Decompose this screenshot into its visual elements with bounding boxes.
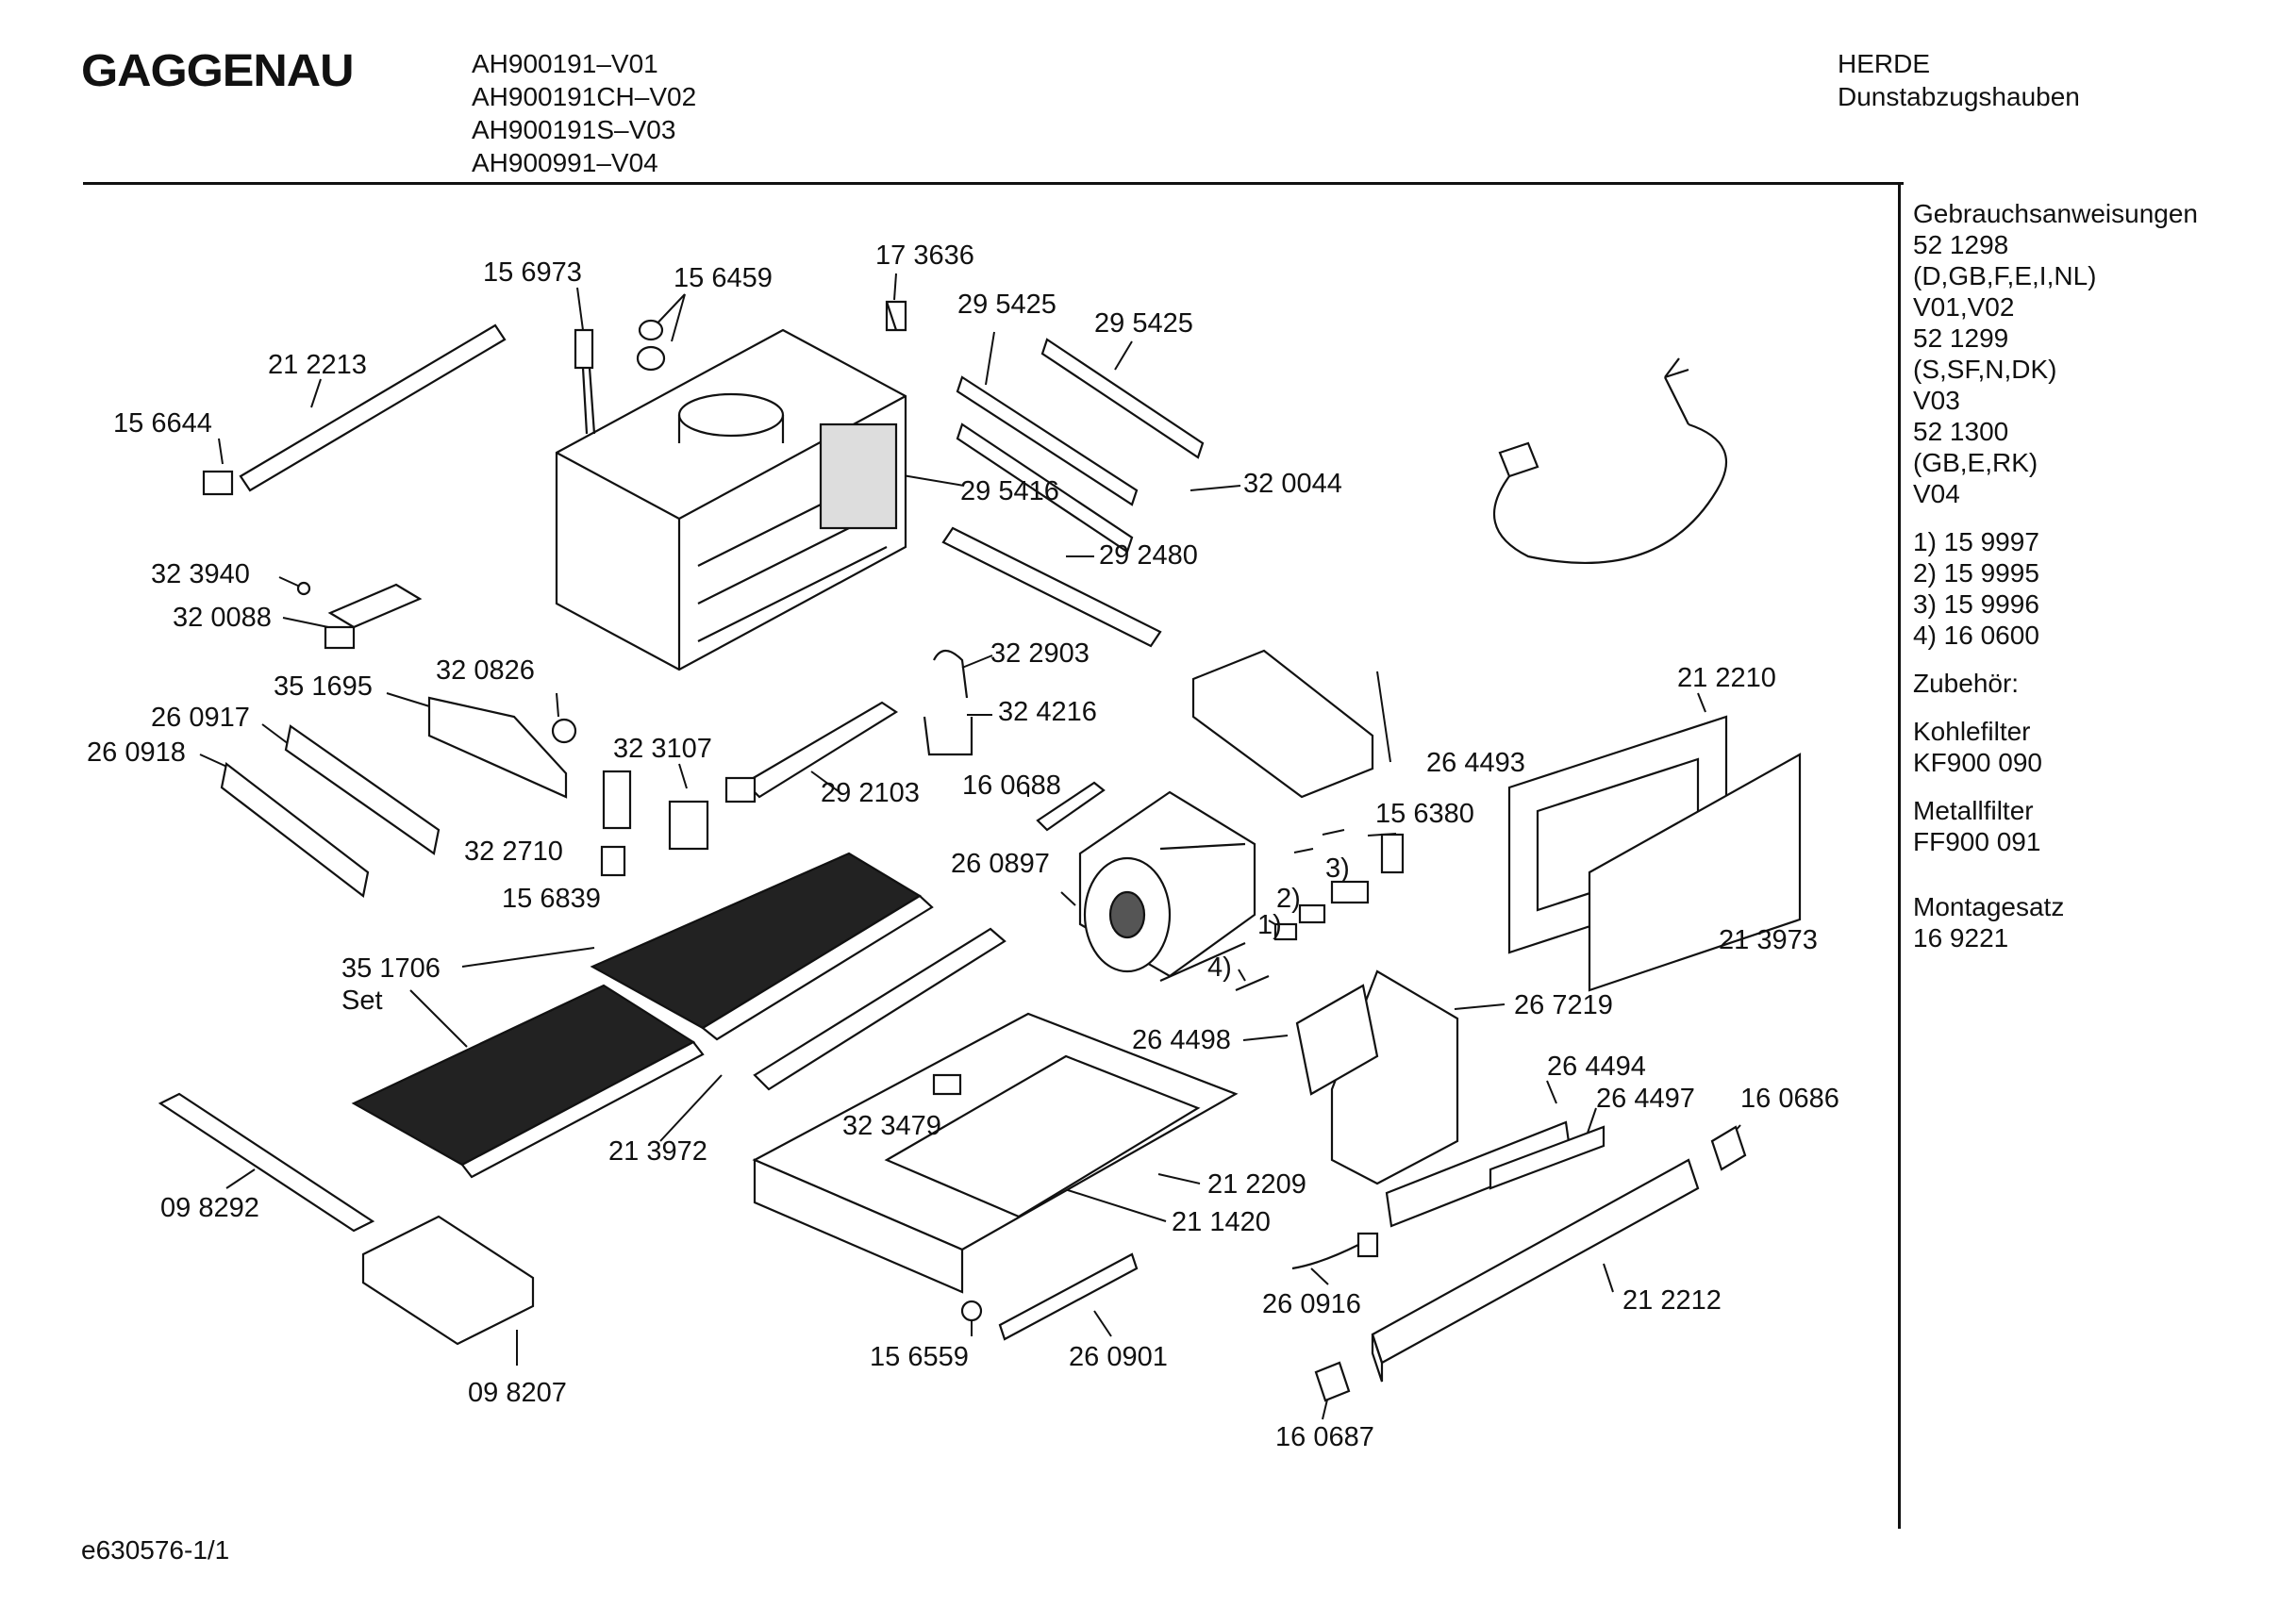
sidebar-line: (GB,E,RK) bbox=[1913, 448, 2038, 477]
part-callout: 09 8292 bbox=[160, 1193, 259, 1223]
part-callout: 16 0687 bbox=[1275, 1422, 1374, 1452]
sidebar-line: 52 1298 bbox=[1913, 230, 2009, 259]
sidebar-line: (D,GB,F,E,I,NL) bbox=[1913, 261, 2097, 290]
model-number: AH900191CH–V02 bbox=[472, 82, 697, 111]
model-number: AH900991–V04 bbox=[472, 148, 658, 177]
sidebar-line: V01,V02 bbox=[1913, 292, 2015, 322]
part-callout: 26 4494 bbox=[1547, 1052, 1646, 1082]
part-callout: 26 0917 bbox=[151, 703, 250, 733]
part-callout: 32 0088 bbox=[173, 603, 272, 633]
sidebar-line: 52 1299 bbox=[1913, 323, 2009, 353]
model-number: AH900191–V01 bbox=[472, 49, 658, 78]
part-callout: 15 6459 bbox=[674, 263, 773, 293]
sidebar-line: 52 1300 bbox=[1913, 417, 2009, 446]
part-outlines bbox=[158, 300, 1802, 1402]
sidebar-line: (S,SF,N,DK) bbox=[1913, 355, 2057, 384]
part-callout: 16 0688 bbox=[962, 770, 1061, 801]
part-callout: 32 2710 bbox=[464, 837, 563, 867]
sidebar-line: Kohlefilter bbox=[1913, 717, 2031, 746]
part-callout: 16 0686 bbox=[1740, 1084, 1839, 1114]
part-callout: 15 6380 bbox=[1375, 799, 1474, 829]
part-callout: 21 3972 bbox=[608, 1136, 707, 1167]
part-callout: 26 4498 bbox=[1132, 1025, 1231, 1055]
part-callout: 32 2903 bbox=[990, 638, 1090, 669]
model-list: AH900191–V01 AH900191CH–V02 AH900191S–V0… bbox=[472, 47, 696, 179]
header-divider bbox=[83, 182, 1904, 185]
sidebar-line: 1) 15 9997 bbox=[1913, 527, 2039, 556]
part-callout: 32 4216 bbox=[998, 697, 1097, 727]
part-callout: 15 6839 bbox=[502, 884, 601, 914]
part-callout: 21 2210 bbox=[1677, 663, 1776, 693]
part-callout: 26 4493 bbox=[1426, 748, 1525, 778]
part-callout: 26 0916 bbox=[1262, 1289, 1361, 1319]
category-title: HERDE bbox=[1838, 49, 1931, 78]
part-callout: 4) bbox=[1207, 953, 1232, 983]
document-code: e630576-1/1 bbox=[81, 1535, 230, 1565]
part-callout: 35 1695 bbox=[274, 671, 373, 702]
sidebar-line: FF900 091 bbox=[1913, 827, 2041, 856]
part-callout: 26 0901 bbox=[1069, 1342, 1168, 1372]
part-callout: 32 3479 bbox=[842, 1111, 941, 1141]
part-callout: 32 0826 bbox=[436, 655, 535, 686]
sidebar-line: 4) 16 0600 bbox=[1913, 621, 2039, 650]
category-subtitle: Dunstabzugshauben bbox=[1838, 82, 2080, 111]
part-number-callouts: 15 6973 15 6459 17 3636 29 5425 29 5425 21 22… bbox=[87, 240, 1839, 1452]
part-callout: 29 5416 bbox=[960, 476, 1059, 506]
part-callout: 26 0897 bbox=[951, 849, 1050, 879]
sidebar-line: Gebrauchsanweisungen bbox=[1913, 199, 2198, 228]
sidebar-line: 3) 15 9996 bbox=[1913, 589, 2039, 619]
part-callout: 21 2213 bbox=[268, 350, 367, 380]
part-callout: 15 6973 bbox=[483, 257, 582, 288]
part-callout: 3) bbox=[1325, 853, 1350, 884]
part-callout: 09 8207 bbox=[468, 1378, 567, 1408]
part-callout: 32 3940 bbox=[151, 559, 250, 589]
category-block: HERDE Dunstabzugshauben bbox=[1838, 47, 2080, 113]
sidebar-line: V03 bbox=[1913, 386, 1960, 415]
model-number: AH900191S–V03 bbox=[472, 115, 676, 144]
part-callout: 29 2103 bbox=[821, 778, 920, 808]
gaggenau-logo: GAGGENAU bbox=[81, 46, 354, 96]
part-callout: 26 0918 bbox=[87, 737, 186, 768]
part-callout: 15 6559 bbox=[870, 1342, 969, 1372]
sidebar-line: Metallfilter bbox=[1913, 796, 2034, 825]
sidebar-line: KF900 090 bbox=[1913, 748, 2042, 777]
sidebar-line: 16 9221 bbox=[1913, 923, 2009, 953]
part-callout: 26 7219 bbox=[1514, 990, 1613, 1020]
sidebar-line: Zubehör: bbox=[1913, 669, 2020, 698]
part-callout: 1) bbox=[1257, 910, 1282, 940]
part-callout: 17 3636 bbox=[875, 240, 974, 271]
part-callout: 21 3973 bbox=[1719, 925, 1818, 955]
part-callout: 29 5425 bbox=[1094, 308, 1193, 339]
sidebar-divider bbox=[1898, 185, 1901, 1529]
sidebar-line: Montagesatz bbox=[1913, 892, 2065, 921]
part-callout: 32 0044 bbox=[1243, 469, 1342, 499]
part-callout: 35 1706 bbox=[341, 953, 441, 984]
part-callout: 15 6644 bbox=[113, 408, 212, 439]
sidebar-line: V04 bbox=[1913, 479, 1960, 508]
part-callout: Set bbox=[341, 986, 383, 1016]
part-callout: 32 3107 bbox=[613, 734, 712, 764]
part-callout: 21 2209 bbox=[1207, 1169, 1306, 1200]
part-callout: 26 4497 bbox=[1596, 1084, 1695, 1114]
part-callout: 29 2480 bbox=[1099, 540, 1198, 571]
part-callout: 29 5425 bbox=[957, 290, 1056, 320]
sidebar-line: 2) 15 9995 bbox=[1913, 558, 2039, 588]
part-callout: 2) bbox=[1276, 884, 1301, 914]
part-callout: 21 2212 bbox=[1622, 1285, 1722, 1316]
part-callout: 21 1420 bbox=[1172, 1207, 1271, 1237]
